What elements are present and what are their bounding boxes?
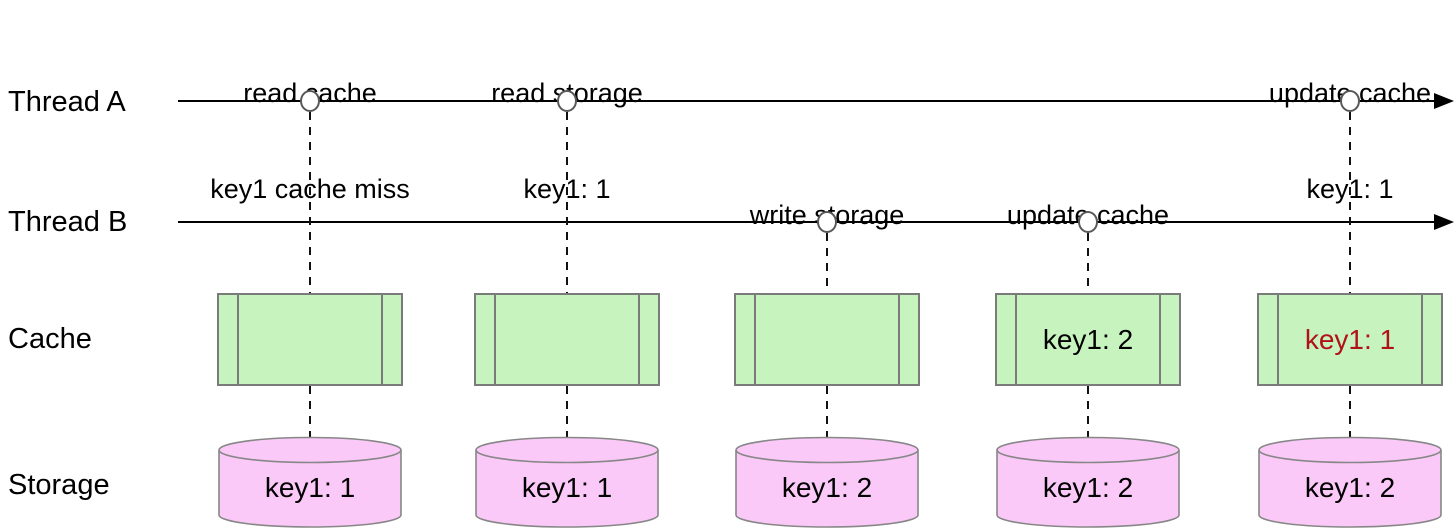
connector-dash [1349, 386, 1351, 446]
cache-state-1 [217, 293, 403, 386]
storage-value: key1: 1 [264, 472, 356, 503]
cache-value [476, 295, 658, 384]
cache-value [219, 295, 401, 384]
event-label-update-cache-a: update cache key1: 1 [1220, 13, 1456, 269]
cache-divider-icon [1277, 295, 1279, 384]
connector-dash [566, 112, 568, 293]
cache-state-5: key1: 1 [1257, 293, 1443, 386]
event-marker-icon [557, 90, 577, 112]
connector-dash [1087, 386, 1089, 446]
event-action: update cache [1006, 200, 1170, 230]
storage-state-2: key1: 1 [474, 436, 660, 529]
event-detail: key1 cache miss [210, 174, 410, 204]
event-marker-icon [1340, 90, 1360, 112]
database-cylinder-icon [1258, 436, 1442, 528]
database-cylinder-icon [996, 436, 1180, 528]
cache-divider-icon [1015, 295, 1017, 384]
storage-state-5: key1: 2 [1257, 436, 1443, 529]
connector-dash [309, 386, 311, 446]
connector-dash [1349, 112, 1351, 293]
database-cylinder-icon [218, 436, 402, 528]
storage-state-4: key1: 2 [995, 436, 1181, 529]
cache-row-label: Cache [8, 323, 92, 355]
storage-state-3: key1: 2 [734, 436, 920, 529]
connector-dash [826, 233, 828, 293]
storage-value: key1: 2 [1042, 472, 1134, 503]
cache-divider-icon [638, 295, 640, 384]
storage-value: key1: 2 [1304, 472, 1396, 503]
thread-a-arrowhead-icon [1434, 93, 1454, 109]
cache-divider-icon [494, 295, 496, 384]
storage-value: key1: 2 [781, 472, 873, 503]
cache-value [736, 295, 918, 384]
database-cylinder-icon [735, 436, 919, 528]
connector-dash [826, 386, 828, 446]
cache-divider-icon [381, 295, 383, 384]
event-marker-icon [817, 211, 837, 233]
storage-row-label: Storage [8, 469, 110, 501]
cache-divider-icon [898, 295, 900, 384]
cache-value-stale: key1: 1 [1304, 323, 1396, 355]
event-action: update cache [1268, 78, 1432, 108]
thread-b-label: Thread B [8, 206, 128, 238]
thread-a-timeline [178, 100, 1436, 102]
cache-state-3 [734, 293, 920, 386]
cache-state-2 [474, 293, 660, 386]
cache-value: key1: 2 [1042, 323, 1134, 355]
connector-dash [309, 112, 311, 293]
thread-b-arrowhead-icon [1434, 214, 1454, 230]
event-marker-icon [300, 90, 320, 112]
connector-dash [566, 386, 568, 446]
thread-b-timeline [178, 221, 1436, 223]
event-label-read-cache: read cache key1 cache miss [180, 13, 440, 269]
event-detail: key1: 1 [1306, 174, 1394, 204]
connector-dash [1087, 233, 1089, 293]
event-action: read cache [243, 78, 377, 108]
event-detail: key1: 1 [523, 174, 611, 204]
cache-divider-icon [1159, 295, 1161, 384]
thread-a-label: Thread A [8, 86, 126, 118]
storage-value: key1: 1 [521, 472, 613, 503]
database-cylinder-icon [475, 436, 659, 528]
event-marker-icon [1078, 211, 1098, 233]
cache-divider-icon [237, 295, 239, 384]
cache-divider-icon [754, 295, 756, 384]
storage-state-1: key1: 1 [217, 436, 403, 529]
cache-divider-icon [1421, 295, 1423, 384]
cache-state-4: key1: 2 [995, 293, 1181, 386]
